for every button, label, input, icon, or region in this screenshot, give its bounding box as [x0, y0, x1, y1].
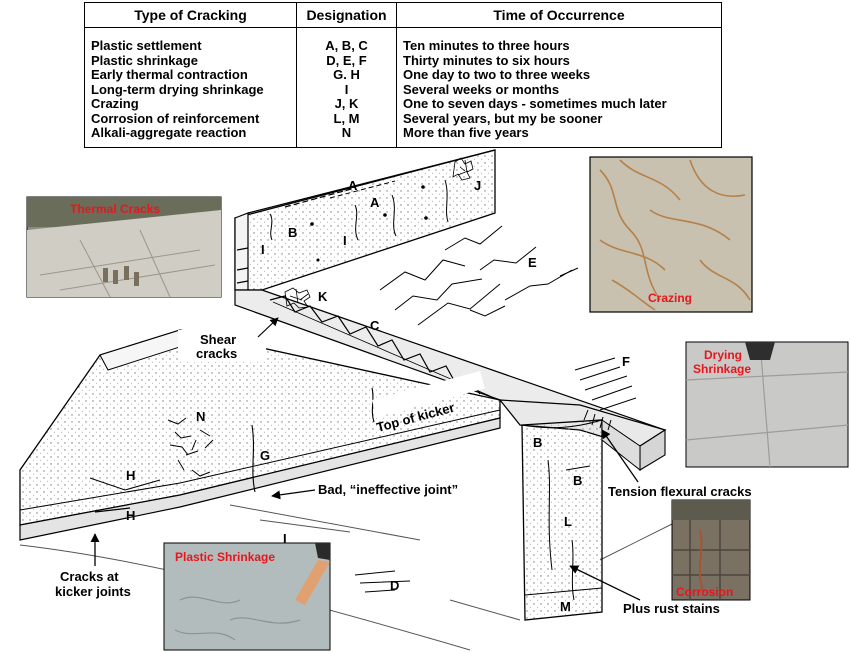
table-row: Plastic shrinkage D, E, F Thirty minutes…: [84, 53, 722, 68]
photo-label-corrosion: Corrosion: [676, 585, 733, 599]
cell-time: Several years, but my be sooner: [396, 111, 722, 126]
cell-type: Early thermal contraction: [84, 67, 297, 83]
letter-m: M: [560, 599, 571, 614]
letter-e: E: [528, 255, 537, 270]
callout-kicker-joints-2: kicker joints: [55, 584, 131, 599]
letter-i: I: [343, 233, 347, 248]
cell-designation: A, B, C: [296, 27, 397, 54]
letter-h: H: [126, 508, 135, 523]
letter-b: B: [533, 435, 542, 450]
photo-label-drying: Drying: [704, 348, 742, 362]
upper-wall: [234, 149, 496, 291]
cell-type: Long-term drying shrinkage: [84, 82, 297, 97]
table-row: Corrosion of reinforcement L, M Several …: [84, 111, 722, 126]
letter-k: K: [318, 289, 328, 304]
letter-i: I: [283, 531, 287, 546]
photo-label-plastic: Plastic Shrinkage: [175, 550, 275, 564]
table-row: Crazing J, K One to seven days - sometim…: [84, 96, 722, 112]
callout-cracks: cracks: [196, 346, 237, 361]
ground-lines: [19, 504, 681, 651]
cell-time: One day to two to three weeks: [396, 67, 722, 83]
cell-time: Several weeks or months: [396, 82, 722, 97]
cell-type: Alkali-aggregate reaction: [84, 125, 297, 148]
plastic-shrinkage-cracks: [379, 225, 637, 411]
letter-d: D: [390, 578, 399, 593]
header-designation: Designation: [296, 2, 397, 28]
photo-thermal: Thermal Cracks: [26, 196, 222, 298]
letter-a: A: [348, 178, 358, 193]
main-wall: [19, 329, 501, 541]
letter-h: H: [126, 468, 135, 483]
callout-bad-joint: Bad, “ineffective joint”: [318, 482, 458, 497]
cracking-table: Type of Cracking Designation Time of Occ…: [84, 2, 722, 148]
table-row: Early thermal contraction G. H One day t…: [84, 67, 722, 83]
photo-label-shrinkage: Shrinkage: [693, 362, 751, 376]
cell-time: Ten minutes to three hours: [396, 27, 722, 54]
letter-b: B: [288, 225, 297, 240]
cell-designation: G. H: [296, 67, 397, 83]
letter-g: G: [260, 448, 270, 463]
cell-type: Crazing: [84, 96, 297, 112]
letter-a: A: [370, 195, 380, 210]
letter-f: F: [622, 354, 630, 369]
table-row: Plastic settlement A, B, C Ten minutes t…: [84, 27, 722, 54]
table-row: Alkali-aggregate reaction N More than fi…: [84, 125, 722, 148]
callout-rust: Plus rust stains: [623, 601, 720, 616]
photo-label-thermal: Thermal Cracks: [70, 202, 160, 216]
callout-tension: Tension flexural cracks: [608, 484, 752, 499]
photo-drying: Drying Shrinkage: [685, 341, 849, 468]
letter-c: C: [370, 318, 380, 333]
photo-corrosion: Corrosion: [671, 499, 751, 601]
letter-i: I: [261, 242, 265, 257]
cell-type: Plastic shrinkage: [84, 53, 297, 68]
cell-time: Thirty minutes to six hours: [396, 53, 722, 68]
photo-crazing: Crazing: [589, 156, 753, 313]
cell-designation: J, K: [296, 96, 397, 112]
beam-column: [498, 399, 667, 621]
table-row: Long-term drying shrinkage I Several wee…: [84, 82, 722, 97]
photo-label-crazing: Crazing: [648, 291, 692, 305]
header-time: Time of Occurrence: [396, 2, 722, 28]
letter-j: J: [474, 178, 481, 193]
letter-n: N: [196, 409, 205, 424]
callout-shear: Shear: [200, 332, 236, 347]
cell-type: Corrosion of reinforcement: [84, 111, 297, 126]
cell-time: One to seven days - sometimes much later: [396, 96, 722, 112]
header-type: Type of Cracking: [84, 2, 297, 28]
letter-b: B: [573, 473, 582, 488]
letter-l: L: [564, 514, 572, 529]
callout-kicker-joints: Cracks at: [60, 569, 119, 584]
cell-type: Plastic settlement: [84, 27, 297, 54]
designation-letters: A A B I I J K C E F N G H H I D B B L M: [126, 178, 630, 614]
cell-designation: L, M: [296, 111, 397, 126]
photo-plastic: Plastic Shrinkage: [163, 542, 331, 651]
cell-time: More than five years: [396, 125, 722, 148]
